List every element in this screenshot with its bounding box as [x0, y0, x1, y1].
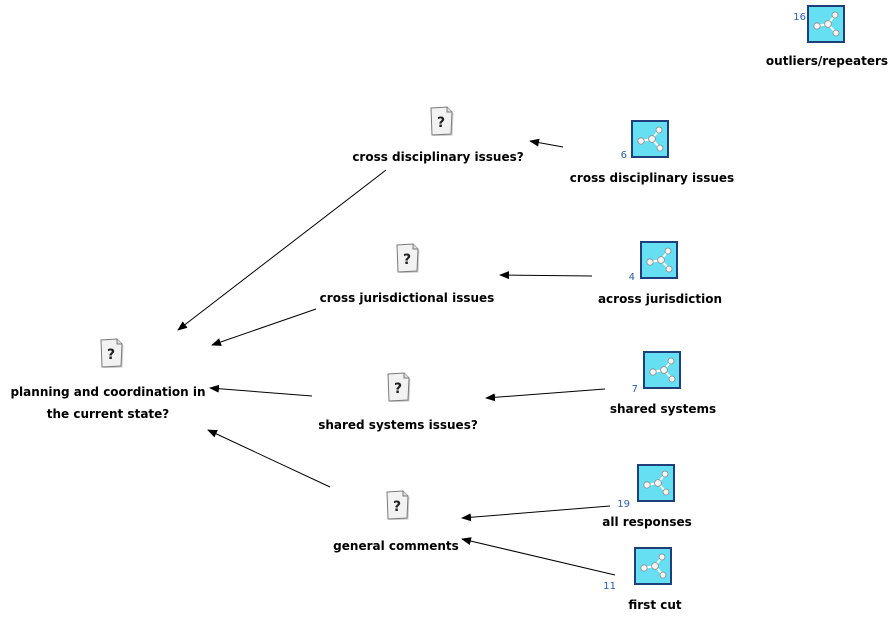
network-set-icon[interactable]	[631, 120, 669, 158]
response-count: 6	[620, 150, 627, 161]
node-label: planning and coordination in the current…	[10, 385, 206, 421]
network-set-icon[interactable]	[637, 464, 675, 502]
svg-text:?: ?	[393, 499, 401, 515]
response-count: 11	[603, 581, 616, 592]
node-label: shared systems	[609, 402, 717, 416]
node-label: cross disciplinary issues?	[352, 150, 524, 164]
edge-all-resp-to-general-q	[461, 505, 611, 522]
question-document-icon[interactable]: ?	[428, 106, 454, 137]
edge-shared-to-shared-q	[485, 388, 606, 402]
edge-shared-q-to-planning-q	[209, 384, 313, 397]
node-label: cross disciplinary issues	[569, 171, 735, 185]
question-document-icon[interactable]: ?	[385, 372, 411, 403]
response-count: 16	[793, 12, 806, 23]
edge-cross-jur-q-to-planning-q	[211, 308, 317, 346]
svg-text:?: ?	[437, 115, 445, 131]
node-label: shared systems issues?	[318, 418, 478, 432]
network-set-icon[interactable]	[640, 241, 678, 279]
svg-text:?: ?	[403, 252, 411, 268]
svg-text:?: ?	[107, 347, 115, 363]
network-set-icon[interactable]	[807, 5, 845, 43]
node-label: all responses	[602, 515, 692, 529]
question-document-icon[interactable]: ?	[394, 243, 420, 274]
node-label: first cut	[628, 598, 682, 612]
edge-general-q-to-planning-q	[207, 429, 331, 488]
response-count: 4	[628, 272, 635, 283]
node-label: outliers/repeaters	[765, 54, 889, 68]
edge-cross-disc-q-to-planning-q	[177, 169, 387, 331]
edge-across-jur-to-cross-jur-q	[499, 271, 593, 280]
question-document-icon[interactable]: ?	[384, 490, 410, 521]
node-label: general comments	[333, 539, 459, 553]
network-set-icon[interactable]	[634, 547, 672, 585]
edges-layer	[177, 138, 616, 576]
question-document-icon[interactable]: ?	[98, 338, 124, 369]
edge-cross-disc-to-cross-disc-q	[529, 138, 564, 148]
node-label: cross jurisdictional issues	[319, 291, 495, 305]
network-set-icon[interactable]	[643, 351, 681, 389]
edge-first-cut-to-general-q	[461, 537, 616, 576]
node-label: across jurisdiction	[597, 292, 723, 306]
response-count: 7	[631, 384, 638, 395]
response-count: 19	[617, 499, 630, 510]
svg-text:?: ?	[394, 381, 402, 397]
